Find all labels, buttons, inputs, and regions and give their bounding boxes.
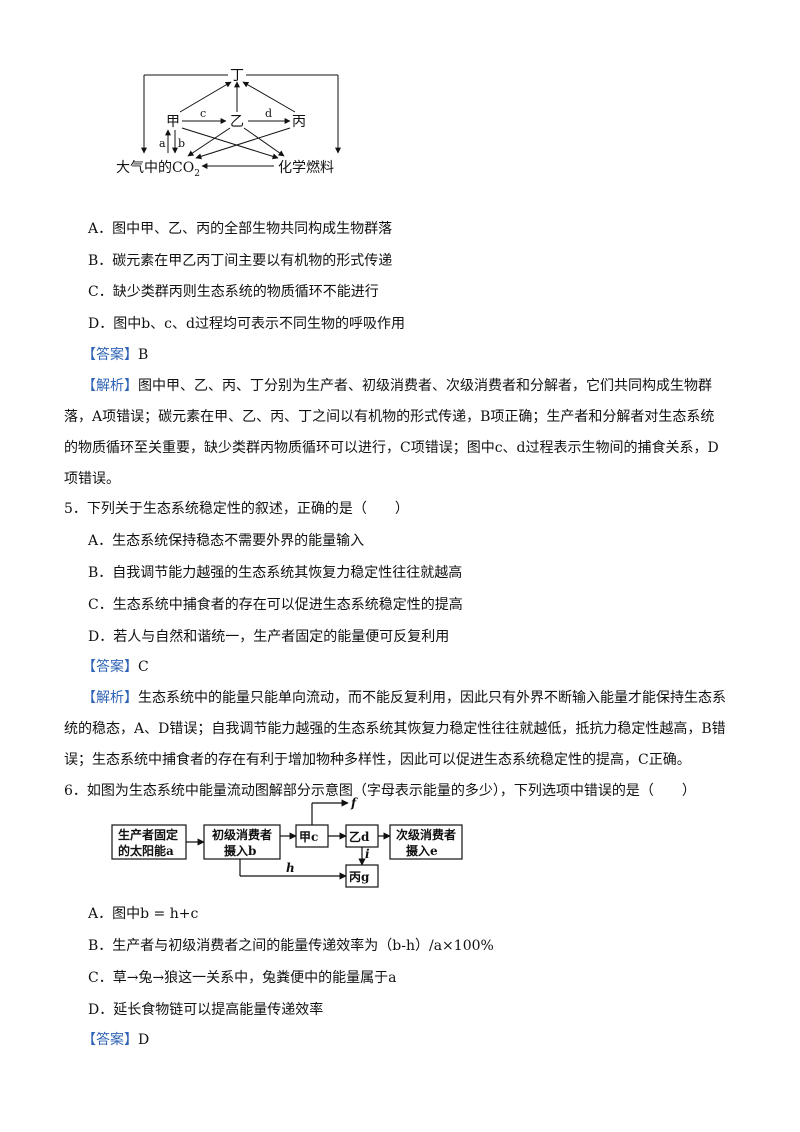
q4-option-b: B．碳元素在甲乙丙丁间主要以有机物的形式传递 <box>88 253 393 269</box>
q5-analysis-line-3: 误；生态系统中捕食者的存在有利于增加物种多样性，因此可以促进生态系统稳定性的提高… <box>64 752 691 768</box>
node-jia: 甲 <box>166 114 180 130</box>
label-a: a <box>159 137 166 150</box>
analysis-text: 生态系统中的能量只能单向流动，而不能反复利用，因此只有外界不断输入能量才能保持生… <box>138 690 726 706</box>
analysis-text: 图中甲、乙、丙、丁分别为生产者、初级消费者、次级消费者和分解者，它们共同构成生物… <box>138 378 712 394</box>
q4-option-c: C．缺少类群丙则生态系统的物质循环不能进行 <box>88 284 379 300</box>
q5-option-a: A．生态系统保持稳态不需要外界的能量输入 <box>88 533 365 549</box>
box-secondary-line-2: 摄入e <box>406 843 438 858</box>
box-jia: 甲c <box>299 830 318 844</box>
answer-value: D <box>138 1032 150 1048</box>
q5-answer: 【答案】C <box>82 658 149 676</box>
q4-analysis-line-2: 落，A项错误；碳元素在甲、乙、丙、丁之间以有机物的形式传递，B项正确；生产者和分… <box>64 409 715 425</box>
node-co2: 大气中的CO2 <box>116 160 200 179</box>
q4-option-d: D．图中b、c、d过程均可表示不同生物的呼吸作用 <box>88 316 405 332</box>
q6-stem: 6．如图为生态系统中能量流动图解部分示意图（字母表示能量的多少），下列选项中错误… <box>64 783 696 799</box>
q5-analysis-line-2: 统的稳态，A、D错误；自我调节能力越强的生态系统其恢复力稳定性往往就越低，抵抗力… <box>64 721 726 737</box>
box-primary-line-1: 初级消费者 <box>212 827 272 842</box>
label-h: h <box>286 861 295 875</box>
box-bing: 丙g <box>349 870 370 884</box>
q4-analysis-line-4: 项错误。 <box>64 471 120 487</box>
carbon-cycle-diagram: 丁 甲 乙 丙 化学燃料 大气中的CO2 a b c d <box>116 68 341 179</box>
box-secondary-line-1: 次级消费者 <box>396 827 456 842</box>
q4-option-a: A．图中甲、乙、丙的全部生物共同构成生物群落 <box>88 221 393 237</box>
box-yi: 乙d <box>349 830 370 844</box>
q6-answer: 【答案】D <box>82 1031 149 1049</box>
analysis-tag: 【解析】 <box>82 690 138 706</box>
analysis-tag: 【解析】 <box>82 378 138 394</box>
node-bing: 丙 <box>292 114 306 130</box>
label-d: d <box>265 107 272 120</box>
q5-option-d: D．若人与自然和谐统一，生产者固定的能量便可反复利用 <box>88 629 450 645</box>
node-yi: 乙 <box>230 114 244 130</box>
q6-option-a: A．图中b = h+c <box>88 906 199 922</box>
answer-value: C <box>138 659 149 675</box>
answer-tag: 【答案】 <box>82 347 138 363</box>
label-c: c <box>200 107 206 120</box>
q6-option-c: C．草→兔→狼这一关系中，兔粪便中的能量属于a <box>88 970 397 986</box>
q5-option-b: B．自我调节能力越强的生态系统其恢复力稳定性往往就越高 <box>88 565 463 581</box>
answer-tag: 【答案】 <box>82 1032 138 1048</box>
label-i: i <box>365 847 370 861</box>
box-producer-line-2: 的太阳能a <box>118 843 174 858</box>
q4-analysis-line-3: 的物质循环至关重要，缺少类群丙物质循环可以进行，C项错误；图中c、d过程表示生物… <box>64 440 719 456</box>
box-primary-line-2: 摄入b <box>224 843 256 858</box>
answer-tag: 【答案】 <box>82 659 138 675</box>
answer-value: B <box>138 347 149 363</box>
q6-option-b: B．生产者与初级消费者之间的能量传递效率为（b-h）/a×100% <box>88 938 494 954</box>
q5-option-c: C．生态系统中捕食者的存在可以促进生态系统稳定性的提高 <box>88 597 463 613</box>
q5-stem: 5．下列关于生态系统稳定性的叙述，正确的是（ ） <box>64 501 409 517</box>
q4-answer: 【答案】B <box>82 346 148 364</box>
energy-flow-diagram: 生产者固定 的太阳能a 初级消费者 摄入b 甲c 乙d 丙g 次级消费者 摄入e… <box>111 796 463 888</box>
label-b: b <box>178 137 185 150</box>
q5-analysis-line-1: 【解析】生态系统中的能量只能单向流动，而不能反复利用，因此只有外界不断输入能量才… <box>82 689 726 707</box>
node-ding: 丁 <box>230 68 244 84</box>
label-f: f <box>350 796 358 810</box>
q6-option-d: D．延长食物链可以提高能量传递效率 <box>88 1002 324 1018</box>
node-fuel: 化学燃料 <box>278 159 334 176</box>
box-producer-line-1: 生产者固定 <box>118 827 178 842</box>
q4-analysis-line-1: 【解析】图中甲、乙、丙、丁分别为生产者、初级消费者、次级消费者和分解者，它们共同… <box>82 377 712 395</box>
